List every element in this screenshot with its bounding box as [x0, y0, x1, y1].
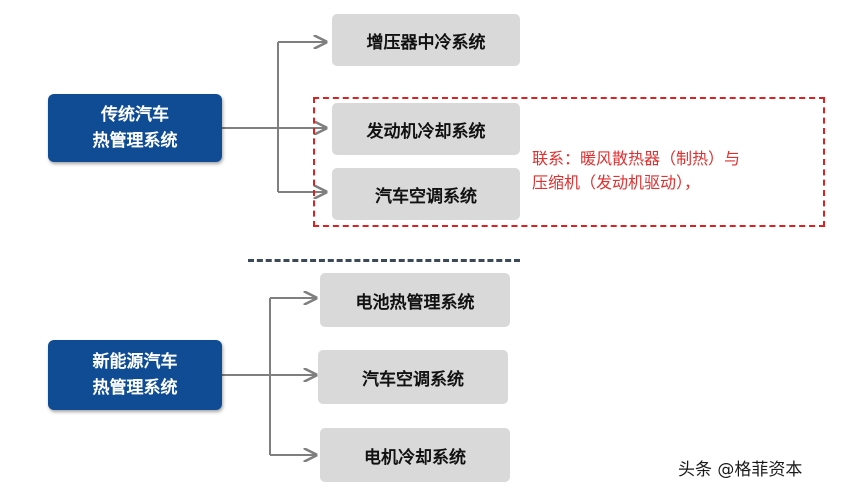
traditional-root-line-1: 传统汽车 [101, 105, 169, 125]
section-separator [248, 259, 520, 262]
leaf-label: 电机冷却系统 [364, 447, 466, 468]
leaf-intercooler-system: 增压器中冷系统 [332, 14, 520, 66]
leaf-label: 发动机冷却系统 [366, 121, 486, 142]
leaf-motor-cooling-system: 电机冷却系统 [320, 428, 510, 482]
traditional-root-node: 传统汽车 热管理系统 [48, 94, 222, 162]
new-energy-root-line-1: 新能源汽车 [92, 352, 178, 372]
linkage-note: 联系：暖风散热器（制热）与 压缩机（发动机驱动）， [532, 148, 740, 196]
leaf-new-energy-ac-system: 汽车空调系统 [318, 350, 508, 404]
linkage-note-line-1: 联系：暖风散热器（制热）与 [532, 151, 741, 168]
leaf-label: 汽车空调系统 [362, 369, 464, 390]
new-energy-connectors [222, 298, 316, 455]
traditional-connectors [222, 42, 326, 192]
traditional-root-line-2: 热管理系统 [92, 131, 178, 151]
new-energy-root-node: 新能源汽车 热管理系统 [48, 340, 222, 410]
leaf-traditional-ac-system: 汽车空调系统 [332, 168, 520, 220]
leaf-label: 电池热管理系统 [355, 292, 475, 313]
leaf-battery-thermal-system: 电池热管理系统 [320, 273, 510, 327]
linkage-note-line-2: 压缩机（发动机驱动）， [532, 175, 701, 192]
leaf-label: 增压器中冷系统 [366, 32, 486, 53]
new-energy-root-line-2: 热管理系统 [92, 378, 178, 398]
source-watermark: 头条 @格菲资本 [678, 460, 803, 480]
leaf-label: 汽车空调系统 [375, 186, 477, 207]
linkage-highlight-box [313, 97, 825, 227]
leaf-engine-cooling-system: 发动机冷却系统 [332, 103, 520, 155]
